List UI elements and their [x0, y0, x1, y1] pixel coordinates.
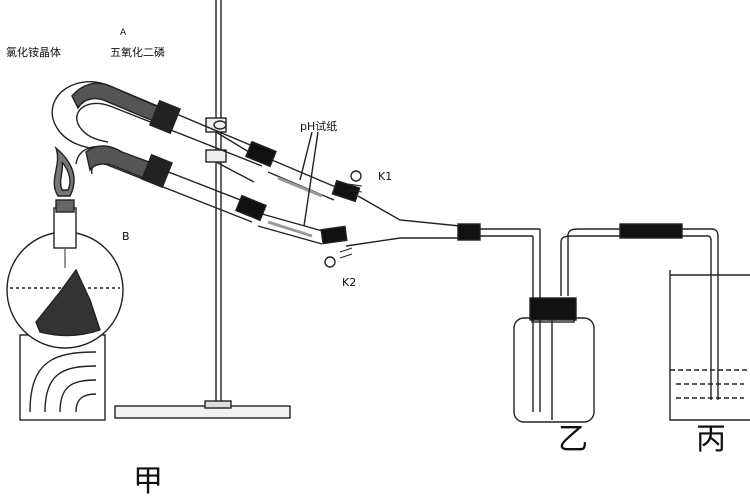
- wash-bottle: [513, 228, 620, 423]
- label-marker-b: B: [122, 230, 130, 243]
- label-apparatus-bing: 丙: [696, 422, 726, 457]
- label-ph-paper: pH试纸: [300, 120, 338, 133]
- u-tube-outer: [51, 81, 277, 168]
- ph-paper-strips: [267, 131, 323, 238]
- beaker: [619, 223, 750, 421]
- retort-stand: [114, 0, 291, 419]
- round-flask: [6, 199, 124, 349]
- clamps: [324, 170, 363, 268]
- flame: [53, 145, 75, 197]
- label-phosphorus-pentoxide: 五氧化二磷: [110, 46, 165, 59]
- delivery-tubes: [257, 159, 541, 300]
- label-marker-a: A: [120, 28, 127, 38]
- u-tube-inner: [75, 145, 267, 223]
- label-k1: K1: [378, 170, 393, 183]
- heater: [19, 334, 106, 421]
- label-apparatus-yi: 乙: [558, 422, 588, 457]
- label-k2: K2: [342, 276, 357, 289]
- label-apparatus-jia: 甲: [133, 464, 163, 499]
- label-ammonium-chloride: 氯化铵晶体: [6, 46, 61, 59]
